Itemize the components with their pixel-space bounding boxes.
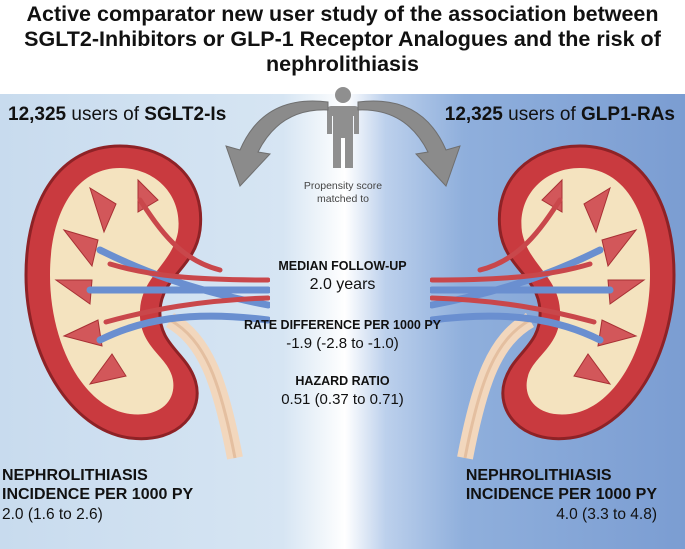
title-line-2: SGLT2-Inhibitors or GLP-1 Receptor Analo… (24, 27, 661, 51)
right-arm-count: 12,325 (444, 104, 503, 125)
left-arm-label: 12,325 users of SGLT2-Is (8, 104, 226, 126)
left-arm-users-of: users of (66, 104, 145, 125)
median-followup: MEDIAN FOLLOW-UP 2.0 years (230, 259, 455, 294)
right-arm-drug: GLP1-RAs (581, 104, 675, 125)
left-arm-count: 12,325 (8, 104, 67, 125)
left-incidence: NEPHROLITHIASIS INCIDENCE PER 1000 PY 2.… (2, 466, 193, 524)
right-arm-label: 12,325 users of GLP1-RAs (445, 104, 675, 126)
propensity-line-1: Propensity score (303, 180, 383, 192)
right-kidney-illustration (430, 144, 676, 460)
followup-value: 2.0 years (309, 276, 376, 293)
left-incidence-line-1: NEPHROLITHIASIS (2, 467, 148, 484)
left-incidence-value: 2.0 (1.6 to 2.6) (2, 506, 103, 523)
left-curved-arrow-icon (225, 100, 329, 187)
rate-difference-value: -1.9 (-2.8 to -1.0) (286, 335, 399, 352)
right-incidence: NEPHROLITHIASIS INCIDENCE PER 1000 PY 4.… (466, 466, 657, 524)
followup-label: MEDIAN FOLLOW-UP (278, 259, 407, 273)
right-incidence-line-1: NEPHROLITHIASIS (465, 467, 612, 484)
rate-difference-label: RATE DIFFERENCE PER 1000 PY (243, 318, 442, 332)
hazard-ratio-label: HAZARD RATIO (295, 374, 390, 388)
right-arm-users-of: users of (502, 104, 582, 125)
right-curved-arrow-icon (357, 100, 461, 187)
propensity-score-note: Propensity score matched to (288, 180, 398, 206)
left-arm-drug: SGLT2-Is (144, 104, 227, 125)
hazard-ratio: HAZARD RATIO 0.51 (0.37 to 0.71) (230, 374, 455, 408)
left-kidney-illustration (24, 144, 270, 460)
right-incidence-line-2: INCIDENCE PER 1000 PY (465, 486, 657, 503)
hazard-ratio-value: 0.51 (0.37 to 0.71) (281, 391, 404, 408)
left-incidence-line-2: INCIDENCE PER 1000 PY (2, 486, 194, 503)
right-incidence-value: 4.0 (3.3 to 4.8) (556, 506, 657, 523)
person-icon (327, 87, 359, 168)
propensity-line-2: matched to (317, 193, 369, 205)
rate-difference: RATE DIFFERENCE PER 1000 PY -1.9 (-2.8 t… (230, 318, 455, 352)
title-line-1: Active comparator new user study of the … (26, 2, 659, 26)
title-line-3: nephrolithiasis (266, 52, 419, 76)
page-title: Active comparator new user study of the … (0, 0, 685, 94)
